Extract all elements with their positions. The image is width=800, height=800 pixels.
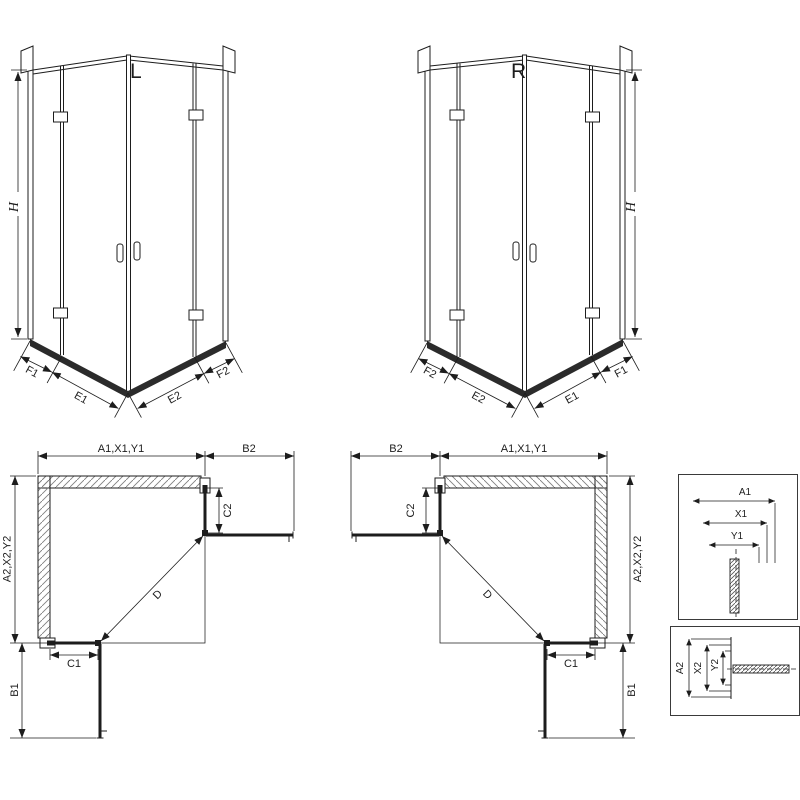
dim-label-depth: A2,X2,Y2 (632, 536, 644, 582)
right-panel-top-edge (128, 55, 224, 71)
dim-label-b2: B2 (242, 443, 255, 455)
detail-floor-profile-box: A2 X2 Y2 (670, 626, 800, 716)
left-wall-profile (27, 69, 34, 340)
dim-label-y1: Y1 (731, 531, 744, 542)
dim-label-e2: E2 (469, 389, 487, 406)
right-top-bracket-icon (222, 45, 236, 74)
dim-label-d: D (151, 588, 165, 602)
variant-label: R (511, 60, 526, 83)
dimension-depth-lines (10, 475, 94, 644)
dim-label-d: D (480, 588, 494, 602)
iso-view-right: R H F2 E2 E1 F1 (405, 40, 655, 425)
detail-wall-profile-box: A1 X1 Y1 (678, 474, 798, 620)
dim-label-e1: E1 (72, 390, 90, 407)
dimension-fixed-top-lines (207, 487, 223, 534)
right-wall-profile (222, 65, 229, 342)
dim-label-f1: F1 (23, 364, 40, 381)
dim-label-c1: C1 (564, 658, 578, 670)
dim-label-f2: F2 (421, 365, 438, 382)
extension-lines (758, 503, 776, 563)
dim-label-width: A1,X1,Y1 (501, 443, 547, 455)
door-top-handle-icon (288, 531, 294, 542)
corner-profile (126, 54, 131, 393)
extension-lines (691, 638, 731, 698)
door-handle-icon (133, 241, 141, 261)
dim-label-b2: B2 (389, 443, 402, 455)
door-side-handle-icon (96, 730, 107, 739)
dim-label-f2: F2 (215, 365, 232, 382)
dim-label-x2: X2 (693, 661, 704, 674)
plan-enclosure-drawing (10, 451, 295, 739)
dim-label-c2: C2 (405, 503, 417, 517)
dimension-fixed-bottom-lines (49, 649, 99, 660)
glass-section (732, 664, 790, 674)
iso-enclosure-drawing-mirrored (411, 46, 642, 418)
dim-label-e2: E2 (166, 389, 184, 406)
wall-profile-top-detail (202, 485, 208, 493)
dimension-door-side-lines (10, 643, 96, 739)
dim-label-a2: A2 (675, 661, 686, 674)
left-top-bracket-icon (20, 45, 34, 74)
left-panel-top-edge (32, 55, 128, 75)
dim-label-y2: Y2 (710, 658, 721, 671)
iso-view-left: L H F1 E1 E2 F2 (8, 45, 243, 418)
dimension-door-top-lines (205, 451, 295, 531)
hinge-icon (53, 307, 68, 319)
hinge-icon (188, 309, 204, 321)
glass-section (729, 558, 740, 614)
variant-label: L (130, 60, 142, 83)
shower-tray (49, 487, 206, 644)
wall-left (37, 475, 51, 639)
dim-label-b1: B1 (9, 683, 21, 696)
dimension-h-lines (11, 69, 27, 340)
dim-label-width: A1,X1,Y1 (98, 443, 144, 455)
wall-top (37, 475, 202, 489)
detail-wall-profile-drawing: A1 X1 Y1 (693, 487, 776, 617)
hinge-icon (53, 111, 68, 123)
dim-label-x1: X1 (735, 509, 748, 520)
dim-label-h: H (624, 201, 639, 213)
hinge-icon (95, 640, 101, 646)
plan-view-right: A1,X1,Y1 B2 C2 A2,X2,Y2 B1 C1 D (335, 443, 644, 773)
door-handle-icon (116, 243, 124, 263)
dim-label-depth: A2,X2,Y2 (2, 536, 14, 582)
iso-enclosure-drawing (11, 45, 243, 418)
detail-floor-profile-drawing: A2 X2 Y2 (675, 637, 797, 699)
dimension-bottom-left-lines (13, 340, 129, 418)
dim-label-b1: B1 (626, 683, 638, 696)
dimension-bottom-right-lines (127, 342, 243, 418)
dim-label-f1: F1 (613, 364, 630, 381)
dimension-diagonal-line (100, 535, 204, 642)
dim-label-c2: C2 (222, 503, 234, 517)
plan-view-left: A1,X1,Y1 B2 C2 A2,X2,Y2 B1 C1 D (2, 443, 295, 739)
dim-label-a1: A1 (739, 487, 752, 498)
dim-label-e1: E1 (563, 390, 581, 407)
dim-label-c1: C1 (67, 658, 81, 670)
hinge-icon (188, 109, 204, 121)
dim-label-h: H (8, 201, 22, 213)
hinge-icon (202, 530, 208, 536)
